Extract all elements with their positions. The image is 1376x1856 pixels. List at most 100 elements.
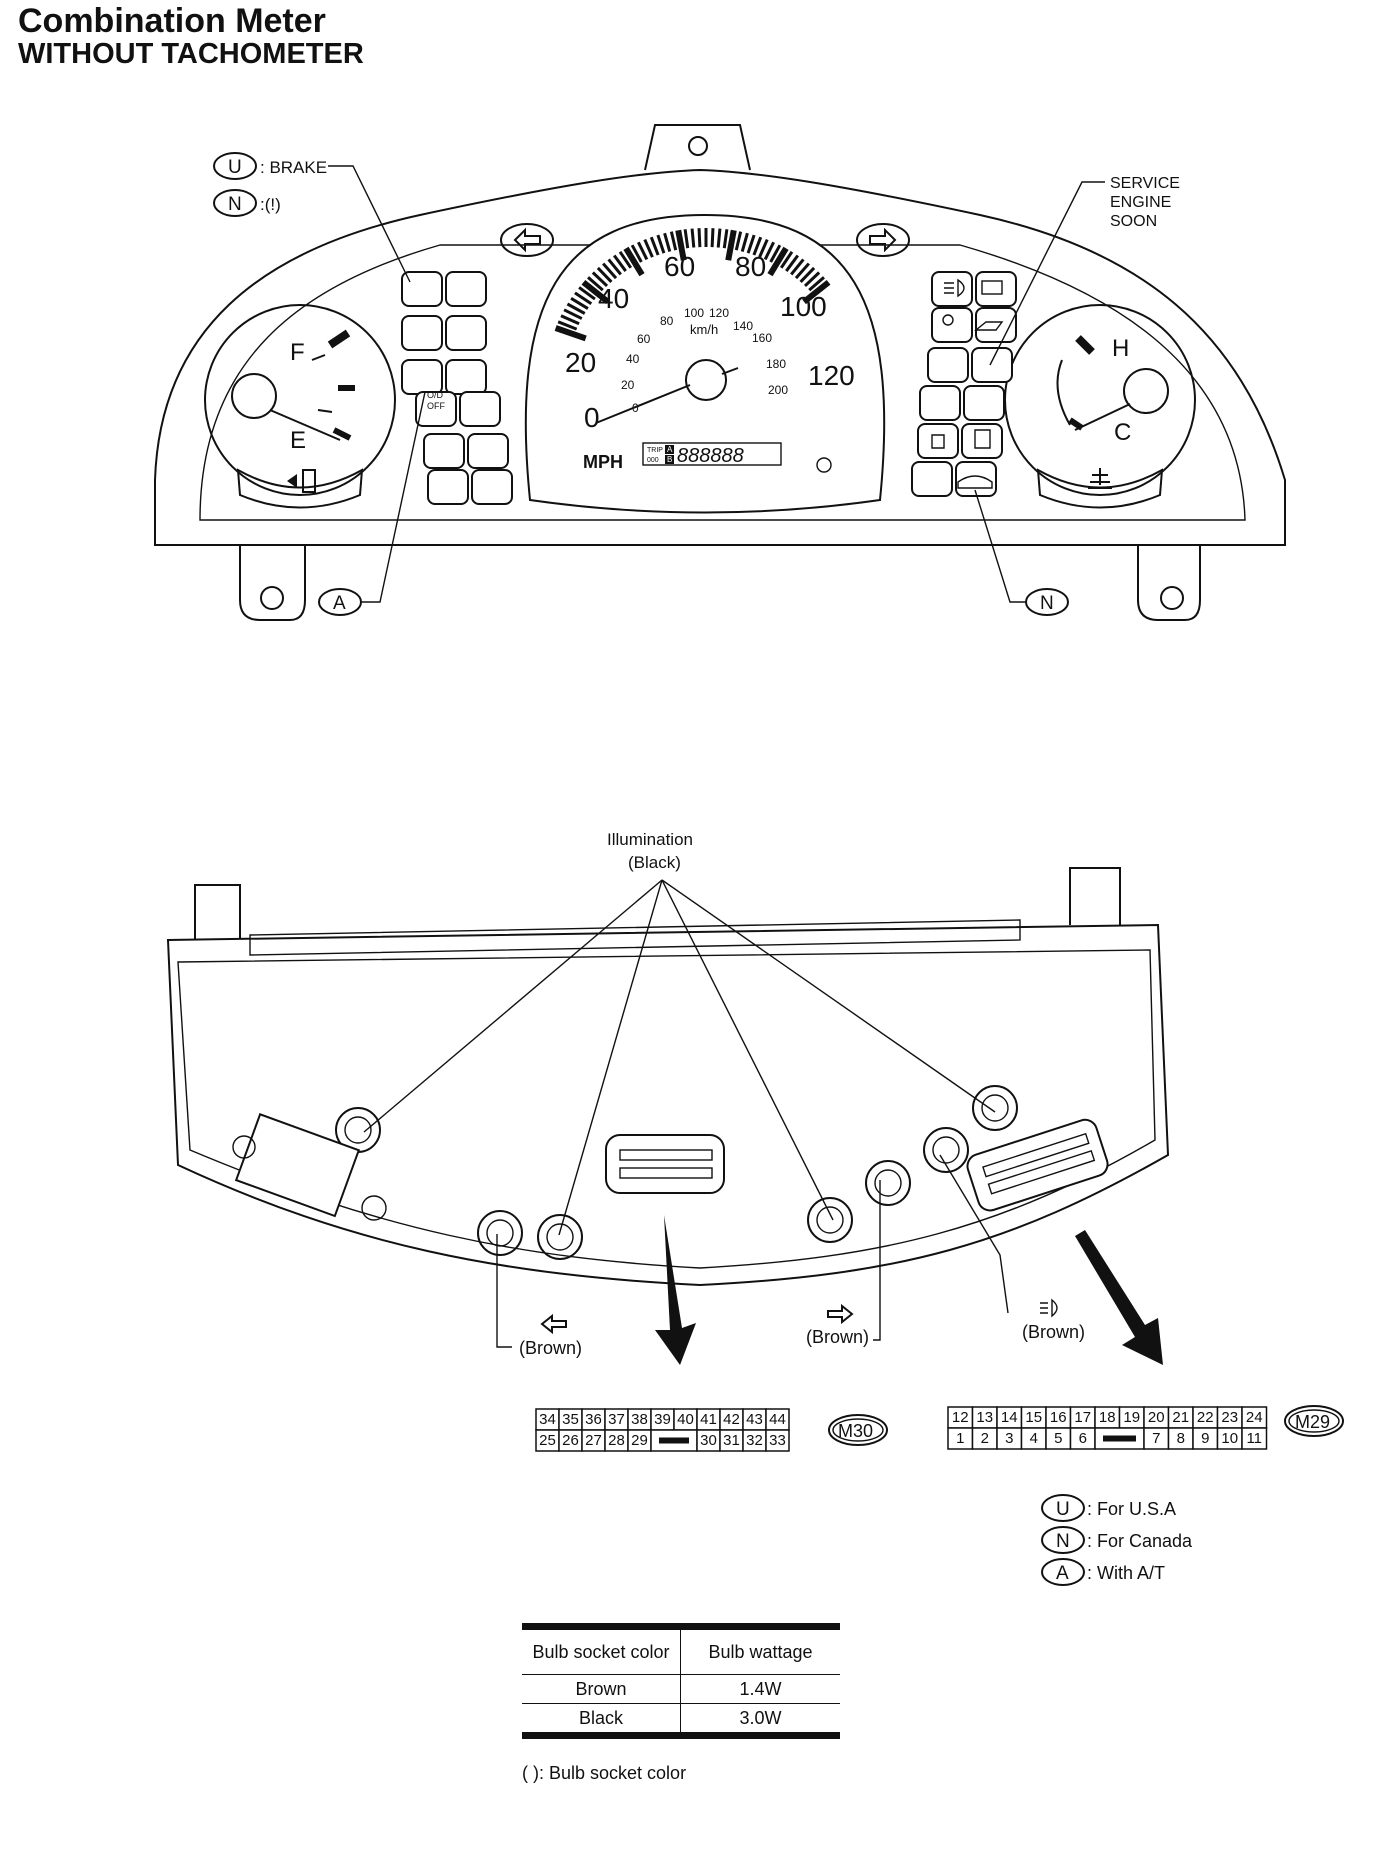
- soon-label: SOON: [1110, 213, 1157, 230]
- warning-lamp: [401, 271, 443, 307]
- bulb-socket: [537, 1214, 583, 1260]
- seatbelt-icon: [931, 434, 945, 449]
- speedometer-tick: [570, 297, 589, 310]
- speedometer-tick: [618, 250, 633, 269]
- pin-number: 40: [677, 1411, 694, 1428]
- mph-label-0: 0: [584, 402, 600, 433]
- warning-lamp: [427, 469, 469, 505]
- pin-number: 10: [1221, 1430, 1238, 1447]
- speedometer-tick: [683, 229, 690, 249]
- pin-number: 16: [1050, 1409, 1067, 1426]
- odometer-display: 888888: [677, 445, 744, 467]
- kmh-label-40: 40: [626, 352, 640, 366]
- mph-unit: MPH: [583, 452, 623, 472]
- speedometer-tick: [802, 279, 831, 305]
- bulb-socket: [807, 1197, 853, 1243]
- speedometer-tick: [566, 302, 586, 315]
- pin-number: 7: [1152, 1430, 1160, 1447]
- bulb-socket-inner: [874, 1169, 902, 1197]
- table-header-color: Bulb socket color: [522, 1626, 681, 1675]
- temp-hot-label: H: [1112, 335, 1129, 362]
- arrow-to-m29: [1075, 1230, 1163, 1365]
- pin-number: 17: [1074, 1409, 1091, 1426]
- back-window: [234, 1113, 361, 1218]
- speedometer-tick: [746, 234, 756, 254]
- bulb-socket: [477, 1210, 523, 1256]
- callout-a-symbol: A: [333, 593, 346, 614]
- speedometer-tick: [716, 228, 722, 248]
- top-mount-tab: [644, 124, 751, 171]
- speedometer-tick: [578, 286, 596, 301]
- trip-sub: 000: [647, 457, 659, 464]
- fuel-pump-icon: [302, 469, 316, 493]
- fuel-gauge: F E: [204, 304, 396, 509]
- coolant-temp-icon: [1088, 468, 1112, 489]
- speedometer-tick: [808, 276, 825, 292]
- off-label: OFF: [427, 401, 445, 411]
- left-warning-lamps: [401, 271, 513, 505]
- speedometer-tick: [763, 241, 775, 261]
- table-cell: Brown: [522, 1674, 681, 1704]
- bulb-socket: [923, 1127, 969, 1173]
- warning-lamp: [971, 347, 1013, 383]
- bulb-wattage-table: Bulb socket color Bulb wattage Brown 1.4…: [522, 1623, 840, 1739]
- mph-label-120: 120: [808, 360, 855, 391]
- legend-a-symbol: A: [1056, 1563, 1069, 1584]
- speedometer-tick: [554, 325, 587, 342]
- oil-pressure-icon: [974, 321, 1004, 331]
- door-icon: [974, 429, 991, 449]
- speedometer-tick: [643, 238, 654, 258]
- callout-n-symbol: N: [228, 194, 242, 215]
- speedometer-tick: [560, 314, 580, 326]
- speedometer-tick: [669, 231, 678, 251]
- pin-number: 9: [1201, 1430, 1209, 1447]
- speedometer-tick: [630, 244, 643, 263]
- speedometer-tick: [710, 228, 715, 248]
- pin-number: 15: [1025, 1409, 1042, 1426]
- speedometer-tick: [602, 262, 618, 280]
- pin-number: 35: [562, 1411, 579, 1428]
- m30-id: M30: [838, 1421, 873, 1441]
- pin-number: 22: [1197, 1409, 1214, 1426]
- speedometer-tick: [557, 320, 578, 331]
- pin-number: 39: [654, 1411, 671, 1428]
- right-mount-foot: [1137, 545, 1201, 621]
- warning-lamp: [423, 433, 465, 469]
- pin-number: 29: [631, 1432, 648, 1449]
- connector-pin: [1241, 1427, 1268, 1450]
- top-mount-hole: [688, 136, 708, 156]
- pin-number: 13: [976, 1409, 993, 1426]
- pin-number: 44: [769, 1411, 786, 1428]
- table-cell: 3.0W: [739, 1707, 782, 1728]
- speedometer-ticks: [554, 228, 831, 342]
- speedometer: 0 20 40 60 80 100 120 0 20 40 60 80 100 …: [524, 213, 886, 514]
- page-title: Combination Meter: [18, 2, 326, 40]
- warning-lamp: [459, 391, 501, 427]
- warning-lamp: [445, 359, 487, 395]
- pin-number: 4: [1030, 1430, 1038, 1447]
- pin-number: 25: [539, 1432, 556, 1449]
- callout-brake-label: : BRAKE: [260, 158, 327, 177]
- speedometer-tick: [725, 229, 737, 261]
- meter-back-housing: [166, 923, 1170, 1287]
- left-arrow-icon: [540, 1313, 567, 1335]
- kmh-unit: km/h: [690, 322, 718, 337]
- temp-cold-label: C: [1114, 419, 1131, 446]
- pin-number: 18: [1099, 1409, 1116, 1426]
- airbag-icon: [942, 314, 954, 326]
- pin-number: 3: [1005, 1430, 1013, 1447]
- illumination-leader-lines: [363, 879, 996, 1236]
- speedometer-tick: [581, 279, 610, 305]
- speedometer-tick: [740, 232, 749, 252]
- warning-lamp: [927, 347, 969, 383]
- connector-key-mark: [1103, 1435, 1136, 1442]
- illumination-label: Illumination: [607, 830, 693, 849]
- speedometer-tick: [563, 308, 583, 320]
- speedometer-tick: [767, 246, 789, 277]
- pin-number: 2: [981, 1430, 989, 1447]
- fuel-full-label: F: [290, 339, 305, 366]
- pin-number: 37: [608, 1411, 625, 1428]
- connector-m29-body: [966, 1118, 1109, 1212]
